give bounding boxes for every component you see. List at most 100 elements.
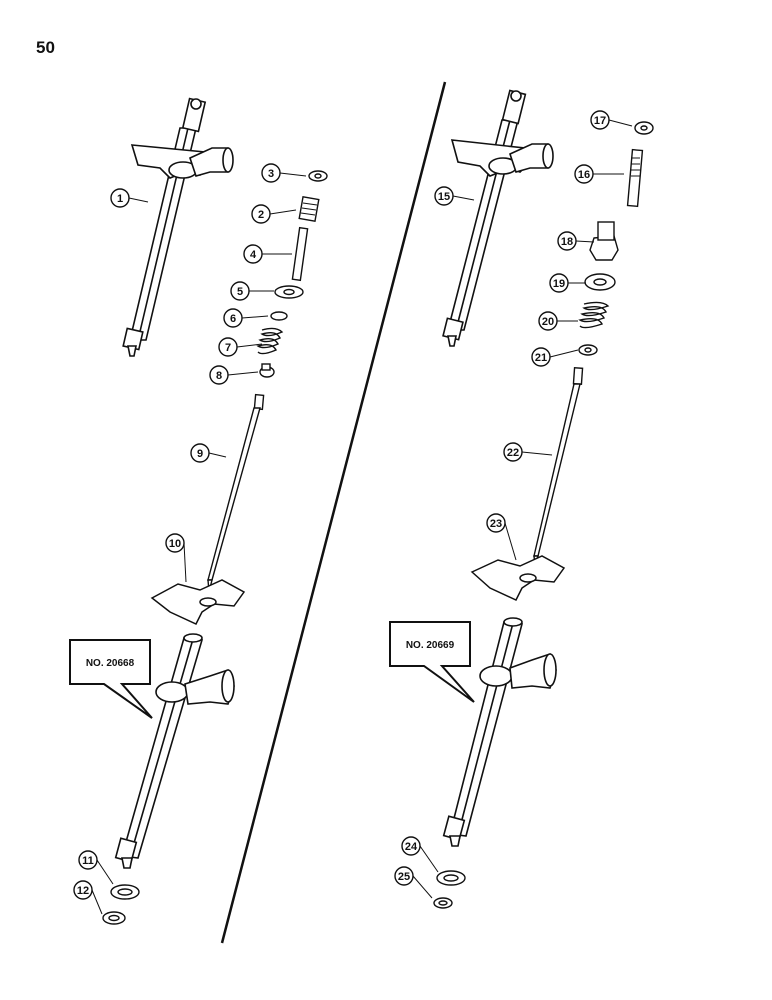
label-number-20: 20 xyxy=(542,316,554,328)
callout-box-right: NO. 20669 xyxy=(389,621,475,703)
leader-line-12 xyxy=(91,889,103,915)
bracket-plate-10 xyxy=(150,579,246,625)
label-circle-19 xyxy=(549,273,569,293)
callout-box-left: NO. 20668 xyxy=(69,639,153,719)
leader-line-8 xyxy=(227,371,259,376)
injector-assembly-lower-left xyxy=(114,633,235,869)
label-number-22: 22 xyxy=(507,447,519,459)
leader-line-7 xyxy=(236,343,263,348)
callout-label-left: NO. 20668 xyxy=(86,658,135,669)
part-label-18: 18 xyxy=(557,231,595,251)
label-circle-8 xyxy=(209,365,229,385)
label-number-24: 24 xyxy=(405,841,418,853)
part-label-2: 2 xyxy=(251,204,297,224)
label-circle-1 xyxy=(110,188,130,208)
part-label-4: 4 xyxy=(243,244,292,264)
label-number-17: 17 xyxy=(594,115,606,127)
label-circle-3 xyxy=(261,163,281,183)
part-label-25: 25 xyxy=(394,866,433,899)
label-number-9: 9 xyxy=(197,448,203,460)
label-circle-11 xyxy=(78,850,98,870)
label-circle-15 xyxy=(434,186,454,206)
label-circle-6 xyxy=(223,308,243,328)
leader-line-17 xyxy=(608,119,633,127)
injector-assembly-upper-right xyxy=(442,89,554,347)
part-label-3: 3 xyxy=(261,163,307,183)
label-circle-16 xyxy=(574,164,594,184)
part-label-5: 5 xyxy=(230,281,274,301)
callout-label-right: NO. 20669 xyxy=(406,640,455,651)
part-label-8: 8 xyxy=(209,365,259,385)
label-circle-9 xyxy=(190,443,210,463)
part-label-22: 22 xyxy=(503,442,553,462)
leader-line-1 xyxy=(128,197,149,203)
leader-line-23 xyxy=(504,522,517,561)
label-number-3: 3 xyxy=(268,168,274,180)
part-label-12: 12 xyxy=(73,880,103,915)
label-number-16: 16 xyxy=(578,169,590,181)
label-circle-23 xyxy=(486,513,506,533)
leader-line-9 xyxy=(208,452,227,458)
label-number-11: 11 xyxy=(82,855,94,867)
leader-line-22 xyxy=(521,451,553,456)
label-number-6: 6 xyxy=(230,313,236,325)
part-label-7: 7 xyxy=(218,337,263,357)
label-circle-17 xyxy=(590,110,610,130)
part-label-21: 21 xyxy=(531,347,579,367)
label-circle-12 xyxy=(73,880,93,900)
leader-line-15 xyxy=(452,195,475,201)
part-label-20: 20 xyxy=(538,311,578,331)
push-rod-9 xyxy=(207,393,265,593)
leader-line-21 xyxy=(549,349,579,358)
label-circle-24 xyxy=(401,836,421,856)
leader-line-11 xyxy=(96,859,114,885)
label-circle-25 xyxy=(394,866,414,886)
label-number-12: 12 xyxy=(77,885,89,897)
label-number-23: 23 xyxy=(490,518,502,530)
part-label-23: 23 xyxy=(486,513,517,561)
small-parts-stack-left xyxy=(256,170,328,378)
leader-line-3 xyxy=(279,172,307,177)
label-circle-21 xyxy=(531,347,551,367)
label-number-10: 10 xyxy=(169,538,181,550)
label-number-4: 4 xyxy=(250,249,257,261)
leader-line-2 xyxy=(269,209,297,215)
label-number-25: 25 xyxy=(398,871,410,883)
label-circle-2 xyxy=(251,204,271,224)
label-number-19: 19 xyxy=(553,278,565,290)
injector-assembly-lower-right xyxy=(442,617,557,847)
label-circle-22 xyxy=(503,442,523,462)
part-label-19: 19 xyxy=(549,273,586,293)
label-number-5: 5 xyxy=(237,286,243,298)
small-parts-stack-right xyxy=(578,121,654,356)
push-rod-22 xyxy=(533,366,584,567)
part-label-24: 24 xyxy=(401,836,439,873)
bracket-plate-23 xyxy=(470,555,566,601)
label-number-21: 21 xyxy=(535,352,547,364)
leader-line-10 xyxy=(183,542,187,583)
label-number-15: 15 xyxy=(438,191,450,203)
divider-line xyxy=(220,81,447,944)
label-number-2: 2 xyxy=(258,209,264,221)
leader-line-24 xyxy=(419,845,439,873)
label-number-1: 1 xyxy=(117,193,123,205)
label-number-7: 7 xyxy=(225,342,231,354)
label-circle-20 xyxy=(538,311,558,331)
part-label-11: 11 xyxy=(78,850,114,885)
part-label-10: 10 xyxy=(165,533,187,583)
leader-line-18 xyxy=(575,240,595,243)
part-label-16: 16 xyxy=(574,164,624,184)
label-circle-5 xyxy=(230,281,250,301)
label-circle-4 xyxy=(243,244,263,264)
label-circle-10 xyxy=(165,533,185,553)
label-circle-7 xyxy=(218,337,238,357)
label-number-18: 18 xyxy=(561,236,573,248)
label-circle-18 xyxy=(557,231,577,251)
label-number-8: 8 xyxy=(216,370,222,382)
washers-left xyxy=(102,884,140,925)
injector-assembly-upper-left xyxy=(122,97,234,357)
part-label-1: 1 xyxy=(110,188,149,208)
